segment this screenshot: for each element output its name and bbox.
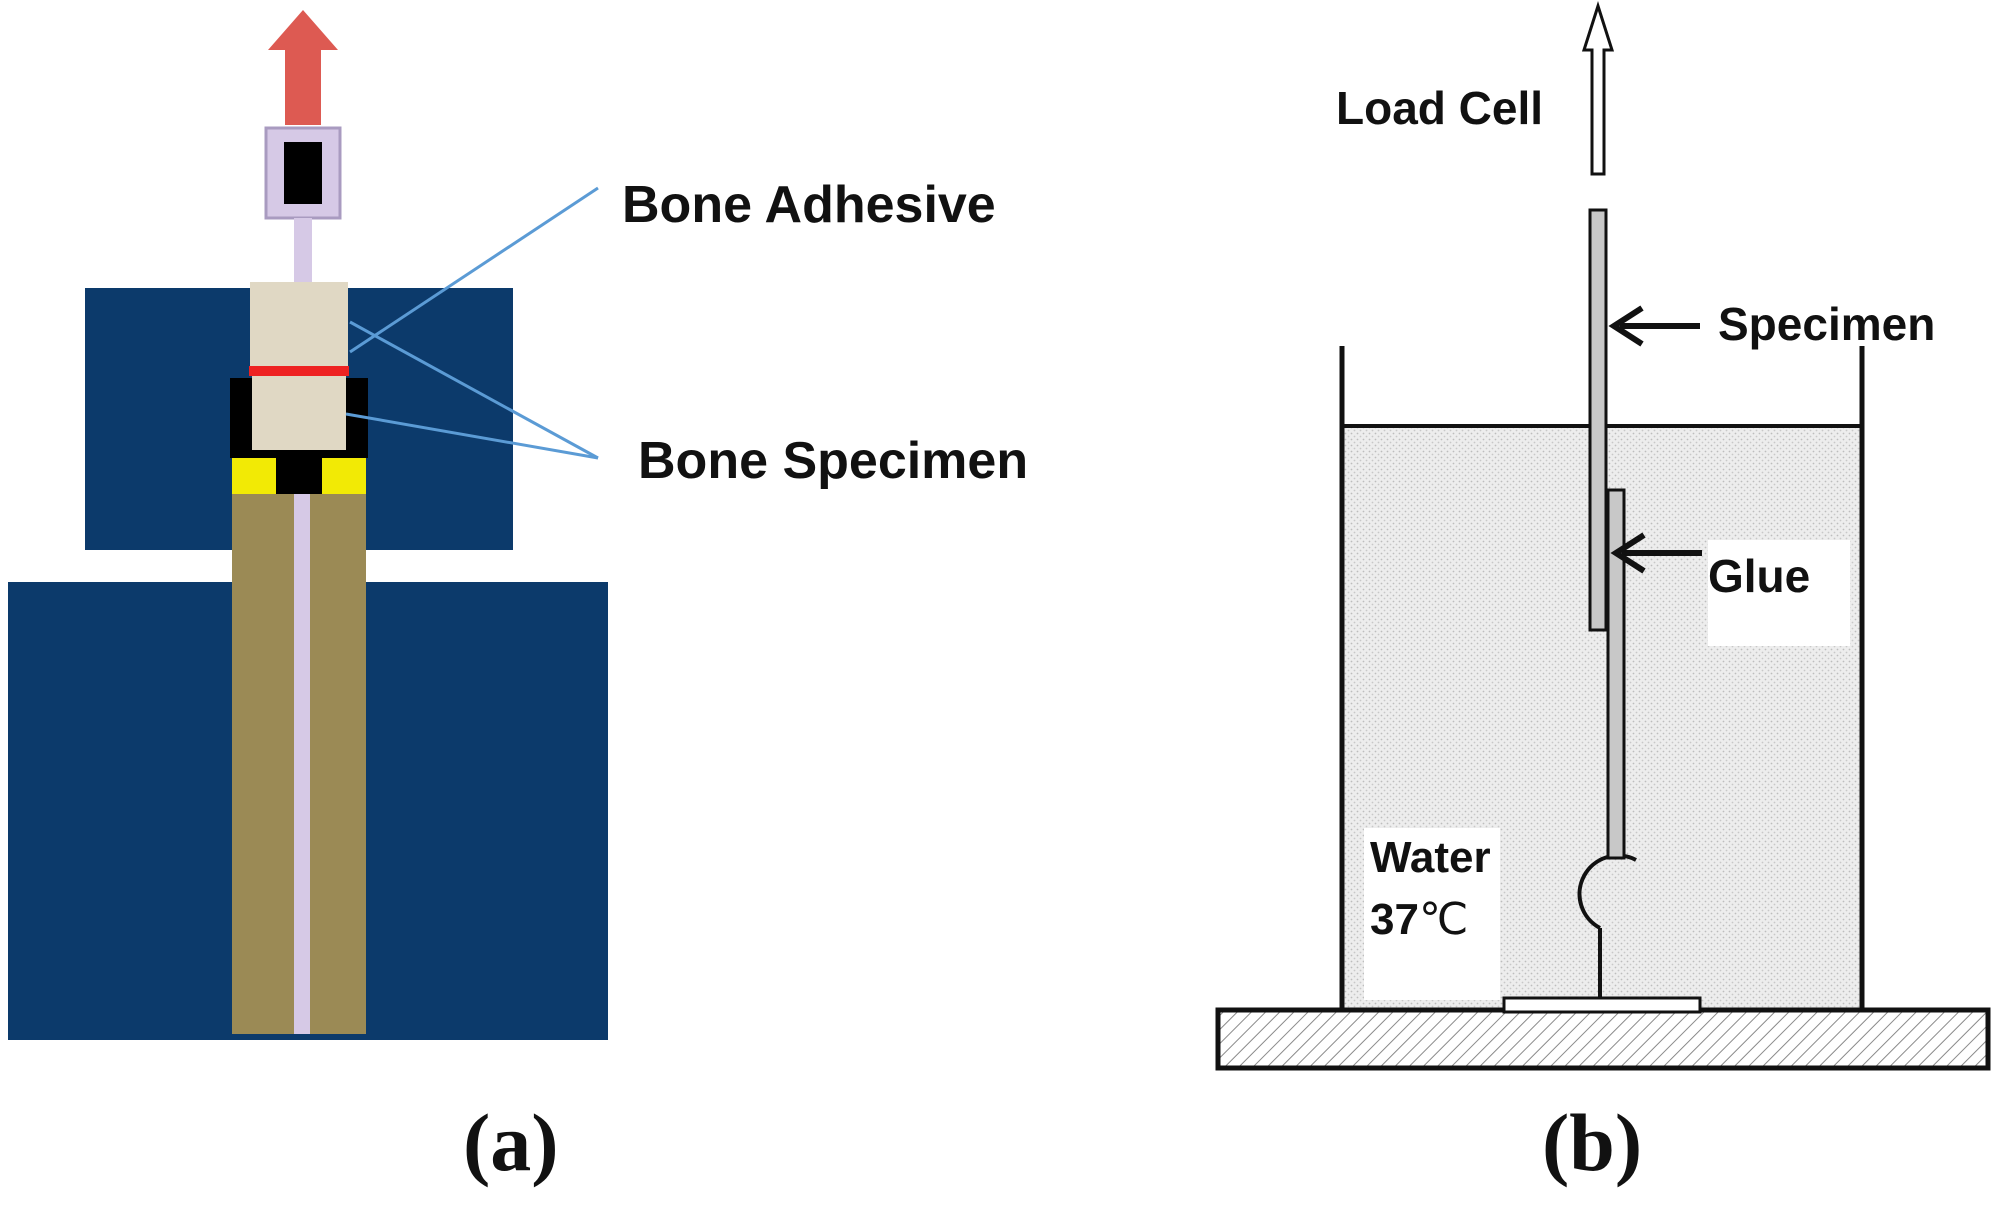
clamp-left (232, 458, 276, 494)
temperature-value: 37 (1370, 895, 1419, 944)
label-bone-specimen: Bone Specimen (638, 432, 1028, 490)
load-cell-core (284, 142, 322, 204)
temperature-unit: ℃ (1419, 895, 1468, 944)
mount-plate (1502, 996, 1702, 1014)
water-label-bg (1364, 828, 1500, 1000)
label-bone-adhesive: Bone Adhesive (622, 176, 996, 234)
support-rod-core (294, 494, 310, 1034)
pull-arrow-icon (268, 10, 338, 125)
leader-line-lower-specimen (345, 412, 599, 460)
base-plate (1215, 1007, 1991, 1071)
lower-specimen-strip (1606, 488, 1626, 860)
lower-bone-specimen (252, 376, 346, 450)
clamp-right (322, 458, 366, 494)
connector-rod (294, 218, 312, 282)
glue-arrow-icon (1610, 532, 1702, 574)
leader-line-upper-specimen (349, 320, 599, 460)
caption-a: (a) (463, 1097, 559, 1188)
label-water: Water (1370, 833, 1491, 882)
glue-label-bg (1708, 540, 1850, 646)
panel-a: Bone Adhesive Bone Specimen (a) (8, 10, 1028, 1188)
leader-line-adhesive (349, 186, 599, 354)
label-glue: Glue (1708, 550, 1810, 602)
up-arrow-icon (1581, 1, 1615, 176)
panel-b: Load Cell Specimen Glue Water 37℃ (b) (1215, 1, 1991, 1188)
bone-adhesive-layer (249, 366, 349, 376)
label-temperature: 37℃ (1370, 895, 1468, 944)
label-specimen: Specimen (1718, 298, 1935, 350)
label-load-cell: Load Cell (1336, 82, 1543, 134)
upper-specimen-strip (1588, 208, 1608, 632)
caption-b: (b) (1542, 1097, 1642, 1188)
clamp-center (276, 452, 322, 494)
arrow-left-icon (1608, 305, 1700, 347)
upper-bone-specimen (250, 282, 348, 368)
